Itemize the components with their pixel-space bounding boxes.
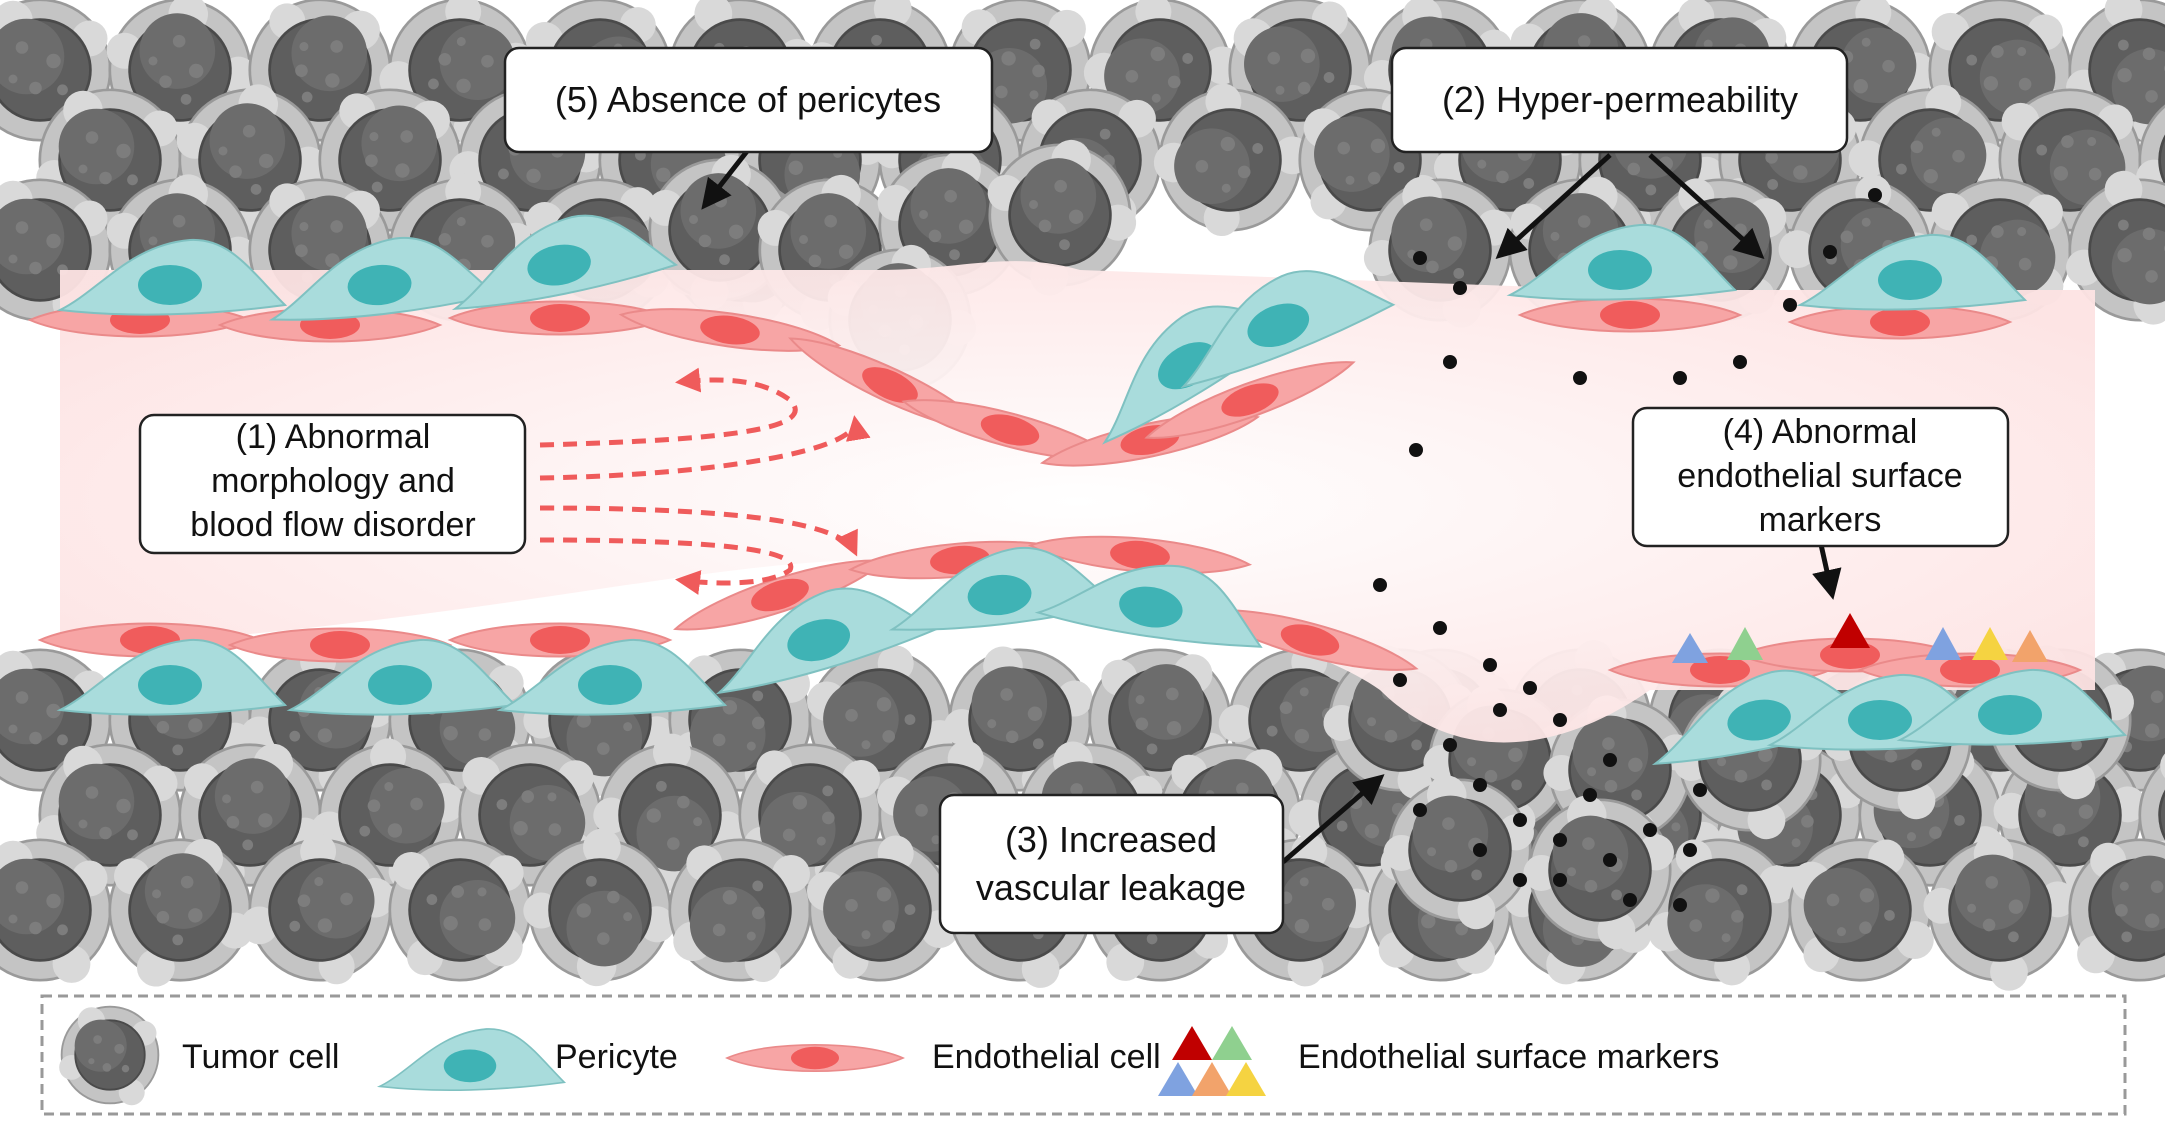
callout-abnormal-morphology: (1) Abnormal morphology and blood flow d… [138,413,527,555]
legend: Tumor cell Pericyte Endothelial cell End… [40,994,2127,1116]
leakage-particle [1493,703,1507,717]
legend-tumor-cell-label: Tumor cell [182,1038,339,1076]
marker-green-triangle [1727,627,1763,660]
legend-pericyte-label: Pericyte [555,1038,678,1076]
leakage-particle [1413,251,1427,265]
leakage-particle [1643,823,1657,837]
callout-absence-of-pericytes: (5) Absence of pericytes [503,46,994,154]
leakage-particle [1733,355,1747,369]
callout-arrows [701,148,1842,864]
leakage-particle [1409,443,1423,457]
legend-markers-icon [1158,1026,1266,1096]
leakage-particle [1693,783,1707,797]
leakage-particle [1373,578,1387,592]
callout-5-text: (5) Absence of pericytes [555,79,941,120]
callout-1-line2: morphology and [211,462,455,500]
leakage-particle [1823,245,1837,259]
legend-markers-label: Endothelial surface markers [1298,1038,1719,1076]
callout-3-line2: vascular leakage [976,867,1246,908]
leakage-particle [1473,843,1487,857]
leakage-particle [1553,713,1567,727]
leakage-particle [1573,371,1587,385]
leakage-particle [1483,658,1497,672]
marker-orange-triangle [2012,630,2048,662]
callout-4-line2: endothelial surface [1677,457,1962,495]
leakage-particle [1868,188,1882,202]
disordered-flow-arrows [539,367,871,595]
leakage-particle [1523,681,1537,695]
leakage-particle [1603,853,1617,867]
marker-yellow-triangle [1972,627,2008,660]
marker-blue-triangle [1925,627,1961,660]
leakage-particle [1583,788,1597,802]
leakage-particle [1393,673,1407,687]
leakage-particle [1623,893,1637,907]
leakage-particle [1603,753,1617,767]
tumor-cell [0,838,112,985]
leakage-particle [1683,843,1697,857]
marker-red-triangle [1830,613,1870,648]
leakage-particle [1513,813,1527,827]
callout-abnormal-markers: (4) Abnormal endothelial surface markers [1631,406,2010,548]
callout-1-line3: blood flow disorder [190,506,475,544]
leakage-particle [1433,621,1447,635]
vessel-lumen [60,261,2095,743]
callout-1-line1: (1) Abnormal [236,418,431,456]
leakage-particle [1453,281,1467,295]
callout-hyper-permeability: (2) Hyper-permeability [1390,46,1849,154]
callout-4-line3: markers [1759,501,1882,539]
callout-vascular-leakage: (3) Increased vascular leakage [938,793,1285,935]
marker-blue-triangle [1672,633,1708,663]
leakage-particle [1553,873,1567,887]
leakage-particle [1783,298,1797,312]
leakage-particle [1673,898,1687,912]
leakage-particle [1513,873,1527,887]
leakage-particle [1443,738,1457,752]
callout-4-line1: (4) Abnormal [1723,413,1918,451]
legend-endothelial-cell-label: Endothelial cell [932,1038,1161,1076]
leakage-particle [1473,778,1487,792]
leakage-particle [1553,833,1567,847]
leakage-particles [1373,188,1882,912]
endothelial-surface-markers [1672,613,2048,663]
leakage-particle [1673,371,1687,385]
callout-2-text: (2) Hyper-permeability [1442,79,1798,120]
leakage-particle [1443,355,1457,369]
callout-3-line1: (3) Increased [1005,819,1217,860]
leakage-particle [1413,803,1427,817]
